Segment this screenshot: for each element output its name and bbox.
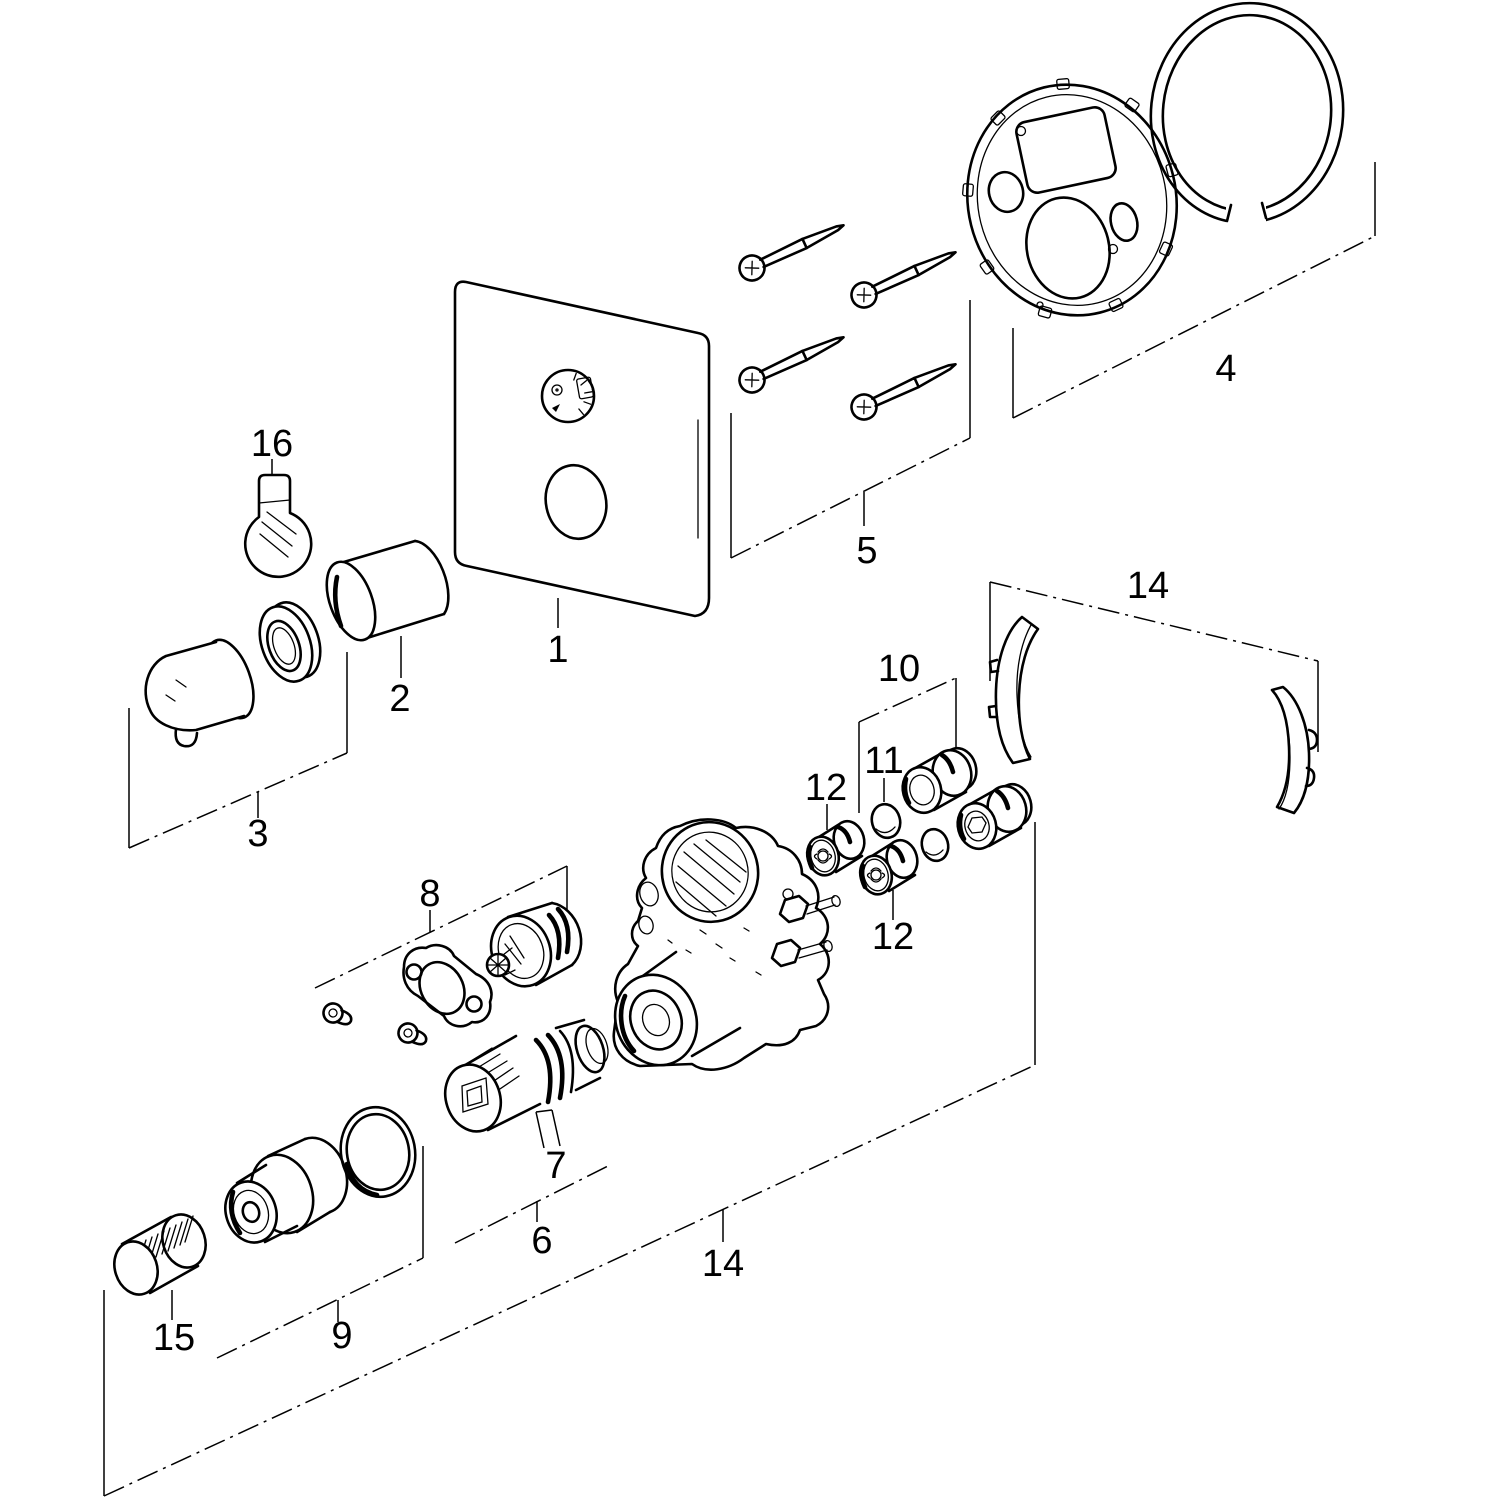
valve-cartridge-seat [660,820,760,924]
part-label-8: 8 [419,873,440,915]
stop-ring-sleeve [224,1136,349,1244]
check-valve-1 [803,818,868,879]
thermostatic-cartridge [443,1018,609,1133]
part-label-7: 7 [545,1145,566,1187]
part-label-11: 11 [864,740,903,782]
snap-ring [1149,1,1345,236]
part-label-6: 6 [531,1220,552,1262]
leader-14-top-span [989,581,1319,662]
leader-8-ends [429,866,568,932]
leader-14-top-ends [989,582,1319,752]
handle-grip [144,638,255,748]
stop-key [243,473,313,579]
diverter-stem [485,947,516,978]
leader-4-span [1012,235,1376,419]
leader-4-ends [1012,162,1376,418]
valve-outlet [613,950,742,1067]
escutcheon-plate [453,280,711,618]
screw-plug-2 [953,780,1036,853]
part-label-14-top: 14 [1127,565,1169,607]
part-label-14-bottom: 14 [702,1243,744,1285]
leader-14-bottom-ends [103,822,1036,1496]
part-label-4: 4 [1215,348,1236,390]
leader-14-bottom-span [103,1064,1036,1497]
leader-6-span [454,1165,609,1244]
dome-cap-1 [870,802,902,840]
leader-9-span [216,1257,424,1359]
clamp-segment-right [1270,685,1319,815]
part-label-15: 15 [153,1317,195,1359]
part-label-9: 9 [331,1315,352,1357]
handle-hole [544,463,608,541]
part-label-10: 10 [878,648,920,690]
part-label-1: 1 [547,629,568,671]
leader-5-ends [730,300,971,558]
diverter-cartridge [485,901,583,988]
flange-screw-1 [320,1000,355,1027]
leader-7 [535,1109,561,1149]
part-label-5: 5 [856,530,877,572]
knurled-adapter [113,1213,207,1296]
handle-ring [258,601,322,683]
handle-sleeve [325,539,450,642]
leader-3-span [128,752,348,849]
part-label-3: 3 [247,813,268,855]
part-labels: 1 2 3 4 5 6 7 8 9 10 11 12 12 14 14 15 1… [153,348,1237,1359]
leader-3-ends [128,652,348,848]
leader-8-span [314,865,568,989]
part-label-12-bottom: 12 [872,916,914,958]
leader-10-ends [858,678,957,813]
flange-screw-2 [395,1020,430,1047]
leader-9-ends [337,1146,424,1322]
leader-10-span [858,677,957,723]
part-label-2: 2 [389,678,410,720]
temperature-dial [540,368,596,424]
leader-5-span [730,437,971,559]
dome-cap-2 [920,827,950,863]
carrier-plate [962,78,1179,319]
part-label-16: 16 [251,423,293,465]
clamp-segment-left [987,615,1040,765]
valve-port-studs [770,894,841,968]
check-valve-2 [856,837,921,898]
part-label-12-top: 12 [805,767,847,809]
cartridge-flange [402,943,493,1028]
mounting-screws [734,212,963,425]
valve-body [612,818,841,1071]
